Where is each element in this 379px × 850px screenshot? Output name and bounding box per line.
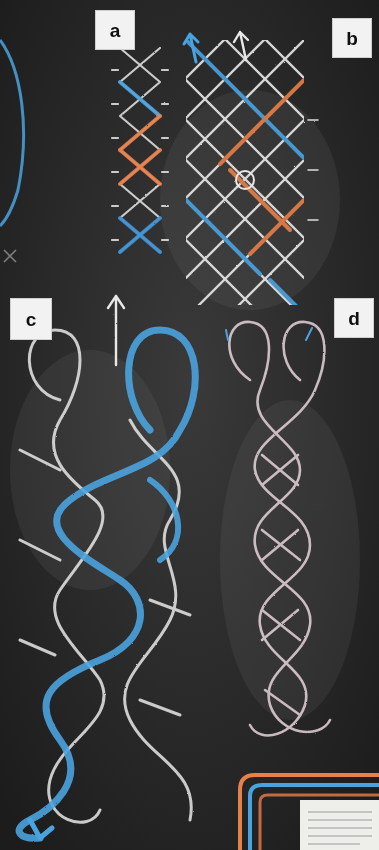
panel-letter: a <box>110 21 121 40</box>
label-box: d <box>334 298 374 338</box>
panel-letter: c <box>26 310 37 329</box>
panel-letter: d <box>348 309 360 328</box>
label-box: b <box>332 18 372 58</box>
label-box: c <box>10 298 52 340</box>
panel-letter: b <box>346 29 358 48</box>
label-box: a <box>95 10 135 50</box>
